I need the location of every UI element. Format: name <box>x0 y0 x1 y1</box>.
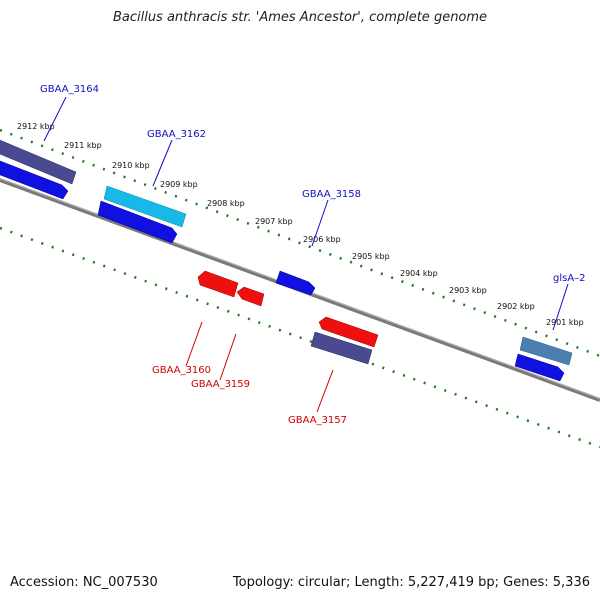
label-connector <box>219 333 237 381</box>
gene-arrow-blue[interactable] <box>97 200 178 244</box>
label-connector <box>316 369 334 413</box>
kbp-label: 2907 kbp <box>255 217 293 226</box>
kbp-label: 2911 kbp <box>64 141 102 150</box>
kbp-label: 2912 kbp <box>17 122 55 131</box>
accession-text: Accession: NC_007530 <box>10 575 158 590</box>
gene-label-gbaa-3157[interactable]: GBAA_3157 <box>288 415 347 426</box>
kbp-label: 2910 kbp <box>112 161 150 170</box>
gene-label-gbaa-3160[interactable]: GBAA_3160 <box>152 365 211 376</box>
label-connector <box>185 321 203 367</box>
inner-ruler <box>0 226 600 449</box>
gene-arrow-dark[interactable] <box>310 331 373 365</box>
kbp-label: 2901 kbp <box>546 318 584 327</box>
genome-summary-text: Topology: circular; Length: 5,227,419 bp… <box>232 575 590 590</box>
kbp-label: 2902 kbp <box>497 302 535 311</box>
gene-label-gbaa-3162[interactable]: GBAA_3162 <box>147 129 206 140</box>
kbp-label: 2906 kbp <box>303 235 341 244</box>
gene-arrow-blue[interactable] <box>275 270 316 296</box>
label-connector <box>152 139 173 187</box>
outer-ruler <box>0 128 600 358</box>
gene-arrow-blue[interactable] <box>0 159 69 200</box>
gene-arrow-cyan[interactable] <box>103 185 187 228</box>
gene-arrow-red[interactable] <box>318 316 379 348</box>
gene-label-gbaa-3164[interactable]: GBAA_3164 <box>40 84 99 95</box>
gene-arrow-dark[interactable] <box>0 138 77 185</box>
gene-label-glsa-2[interactable]: glsA–2 <box>553 273 586 284</box>
gene-arrow-red[interactable] <box>236 286 265 307</box>
kbp-label: 2904 kbp <box>400 269 438 278</box>
kbp-label: 2903 kbp <box>449 286 487 295</box>
gene-arrow-steel[interactable] <box>519 336 573 366</box>
gene-label-gbaa-3159[interactable]: GBAA_3159 <box>191 379 250 390</box>
kbp-label: 2905 kbp <box>352 252 390 261</box>
gene-arrow-blue[interactable] <box>514 353 565 382</box>
label-connector <box>43 96 67 142</box>
gene-label-gbaa-3158[interactable]: GBAA_3158 <box>302 189 361 200</box>
kbp-label: 2908 kbp <box>207 199 245 208</box>
label-connector <box>552 283 569 331</box>
kbp-label: 2909 kbp <box>160 180 198 189</box>
label-connector <box>311 199 329 247</box>
map-title: Bacillus anthracis str. 'Ames Ancestor',… <box>112 10 488 25</box>
gene-arrow-red[interactable] <box>197 270 239 298</box>
